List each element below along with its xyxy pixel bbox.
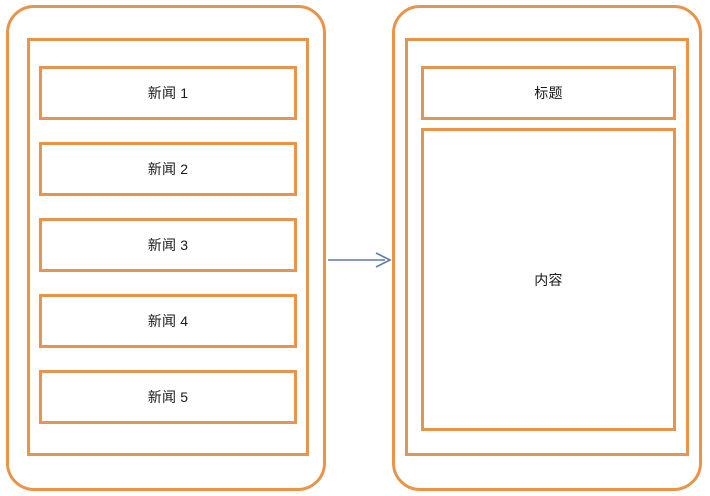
detail-title-box[interactable]: 标题 — [421, 66, 676, 120]
detail-content-box[interactable]: 内容 — [421, 128, 676, 431]
left-device-shell — [6, 5, 326, 491]
news-item-4[interactable]: 新闻 4 — [39, 294, 297, 348]
right-device-shell — [392, 5, 702, 491]
left-screen-frame — [27, 38, 309, 456]
news-item-1[interactable]: 新闻 1 — [39, 66, 297, 120]
news-item-2[interactable]: 新闻 2 — [39, 142, 297, 196]
flow-arrow-head — [375, 252, 392, 268]
news-item-3-label: 新闻 3 — [147, 237, 189, 253]
detail-content-label: 内容 — [534, 271, 563, 288]
flow-arrow-icon — [328, 252, 392, 268]
news-item-2-label: 新闻 2 — [147, 161, 189, 177]
news-item-1-label: 新闻 1 — [147, 85, 189, 101]
news-item-4-label: 新闻 4 — [147, 313, 189, 329]
news-item-5[interactable]: 新闻 5 — [39, 370, 297, 424]
news-item-5-label: 新闻 5 — [147, 389, 189, 405]
news-item-3[interactable]: 新闻 3 — [39, 218, 297, 272]
right-screen-frame — [405, 38, 689, 456]
detail-title-label: 标题 — [534, 85, 563, 101]
